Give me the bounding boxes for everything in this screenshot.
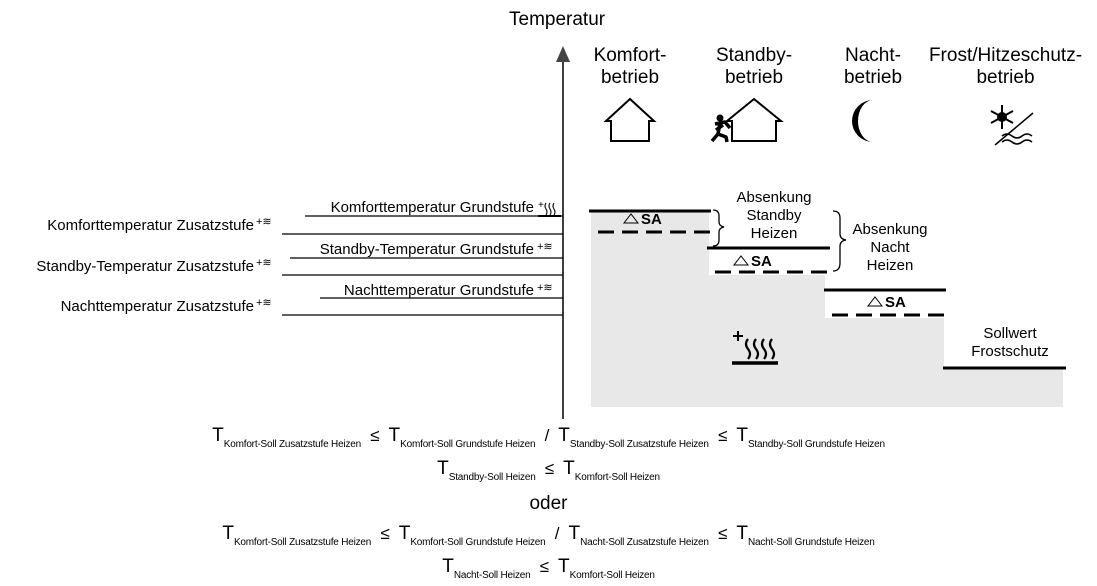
delta-icon: [732, 255, 750, 266]
t-symbol: T: [568, 523, 581, 544]
mode-frost: Frost/Hitzeschutz- betrieb: [918, 45, 1093, 89]
subscript: Komfort-Soll Zusatzstufe Heizen: [223, 439, 361, 450]
axis-title: Temperatur: [509, 9, 606, 30]
ann-line: Absenkung: [852, 221, 928, 238]
label-komfort-grund: Komforttemperatur Grundstufe: [330, 199, 534, 216]
subscript: Komfort-Soll Heizen: [569, 570, 655, 581]
subscript: Komfort-Soll Grundstufe Heizen: [400, 439, 536, 450]
mode-line1: Nacht-: [845, 45, 901, 66]
t-symbol: T: [736, 425, 748, 446]
subscript: Nacht-Soll Heizen: [453, 570, 531, 581]
t-symbol: T: [398, 523, 411, 544]
le-symbol: ≤: [544, 459, 555, 478]
t-symbol: T: [442, 556, 454, 577]
label-standby-zusatz: Standby-Temperatur Zusatzstufe: [36, 258, 254, 275]
heating-small-icon: +≋: [537, 282, 553, 294]
axis-arrow-icon: [556, 46, 570, 62]
subscript: Komfort-Soll Grundstufe Heizen: [410, 537, 546, 548]
heating-small-icon: +≋: [256, 297, 272, 309]
t-symbol: T: [736, 523, 748, 544]
t-symbol: T: [222, 523, 234, 544]
le-symbol: ≤: [718, 524, 728, 543]
mode-komfort: Komfort- betrieb: [580, 45, 680, 89]
sa-label: SA: [885, 294, 906, 311]
heating-small-icon: +: [538, 200, 561, 217]
delta-icon: [866, 296, 884, 307]
label-nacht-zusatz: Nachttemperatur Zusatzstufe: [60, 298, 254, 315]
formula-line-2: TStandby-Soll Heizen ≤ TKomfort-Soll Hei…: [0, 458, 1097, 483]
heating-small-icon: +≋: [256, 216, 272, 228]
svg-text:+: +: [538, 200, 544, 211]
le-symbol: ≤: [380, 524, 390, 543]
subscript: Komfort-Soll Heizen: [574, 472, 660, 483]
mode-line1: Komfort-: [593, 45, 667, 66]
mode-nacht: Nacht- betrieb: [833, 45, 913, 89]
subscript: Standby-Soll Heizen: [448, 472, 536, 483]
house-icon: [603, 97, 657, 142]
sa-label: SA: [751, 253, 772, 270]
mode-standby: Standby- betrieb: [700, 45, 808, 89]
frost-heat-icon: [990, 105, 1034, 146]
ann-line: Heizen: [866, 257, 914, 274]
mode-line1: Frost/Hitzeschutz-: [928, 45, 1083, 66]
ann-line: Sollwert: [983, 325, 1037, 342]
moon-icon: [852, 100, 873, 142]
t-symbol: T: [388, 425, 401, 446]
brace-nacht: [832, 210, 847, 272]
heating-area: [591, 212, 1063, 407]
brace-standby: [712, 209, 725, 247]
slash-symbol: /: [554, 524, 560, 543]
label-komfort-zusatz: Komforttemperatur Zusatzstufe: [47, 217, 254, 234]
t-symbol: T: [212, 425, 224, 446]
label-standby-grund: Standby-Temperatur Grundstufe: [319, 241, 534, 258]
mode-line2: betrieb: [600, 67, 660, 88]
t-symbol: T: [558, 556, 570, 577]
heating-icon: [732, 331, 778, 365]
formula-line-4: TNacht-Soll Heizen ≤ TKomfort-Soll Heize…: [0, 556, 1097, 581]
ann-line: Absenkung: [736, 189, 812, 206]
mode-line2: betrieb: [724, 67, 784, 88]
mode-line2: betrieb: [976, 67, 1035, 88]
formula-oder: oder: [529, 493, 568, 514]
slash-symbol: /: [544, 426, 550, 445]
mode-line1: Standby-: [715, 45, 793, 66]
label-nacht-grund: Nachttemperatur Grundstufe: [343, 282, 534, 299]
heating-small-icon: +≋: [256, 257, 272, 269]
t-symbol: T: [558, 425, 570, 446]
formula-line-1: TKomfort-Soll Zusatzstufe Heizen ≤ TKomf…: [0, 425, 1097, 450]
ann-line: Heizen: [750, 225, 798, 242]
ann-line: Nacht: [870, 239, 910, 256]
le-symbol: ≤: [539, 557, 550, 576]
heating-small-icon: +≋: [537, 241, 553, 253]
person-house-icon: [710, 97, 784, 143]
subscript: Nacht-Soll Grundstufe Heizen: [747, 537, 875, 548]
absenkung-nacht-label: Absenkung Nacht Heizen: [840, 221, 940, 275]
ann-line: Standby: [746, 207, 802, 224]
absenkung-standby-label: Absenkung Standby Heizen: [719, 189, 829, 243]
subscript: Standby-Soll Zusatzstufe Heizen: [569, 439, 709, 450]
subscript: Komfort-Soll Zusatzstufe Heizen: [233, 537, 372, 548]
delta-icon: [622, 213, 640, 224]
sa-label: SA: [641, 211, 662, 228]
formula-line-3: TKomfort-Soll Zusatzstufe Heizen ≤ TKomf…: [0, 523, 1097, 548]
ann-line: Frostschutz: [971, 343, 1049, 360]
t-symbol: T: [437, 458, 449, 479]
sollwert-frost-label: Sollwert Frostschutz: [955, 325, 1065, 361]
mode-line2: betrieb: [843, 67, 903, 88]
subscript: Standby-Soll Grundstufe Heizen: [747, 439, 885, 450]
le-symbol: ≤: [370, 426, 380, 445]
le-symbol: ≤: [718, 426, 728, 445]
subscript: Nacht-Soll Zusatzstufe Heizen: [580, 537, 709, 548]
t-symbol: T: [563, 458, 575, 479]
